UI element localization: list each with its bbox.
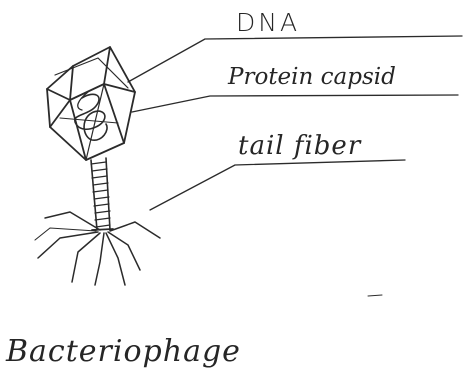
dna-label: DNA: [236, 10, 300, 35]
tail-fibers: [35, 212, 160, 285]
diagram-title: Bacteriophage: [6, 337, 241, 367]
protein-capsid-label: Protein capsid: [228, 66, 396, 89]
tail-fiber-label: tail fiber: [238, 133, 361, 159]
capsid-leader-line: [132, 95, 458, 112]
stray-pencil-mark: [368, 295, 382, 296]
protein-capsid: [47, 47, 135, 160]
tail-sheath: [91, 158, 113, 230]
fiber-leader-line: [150, 160, 405, 210]
